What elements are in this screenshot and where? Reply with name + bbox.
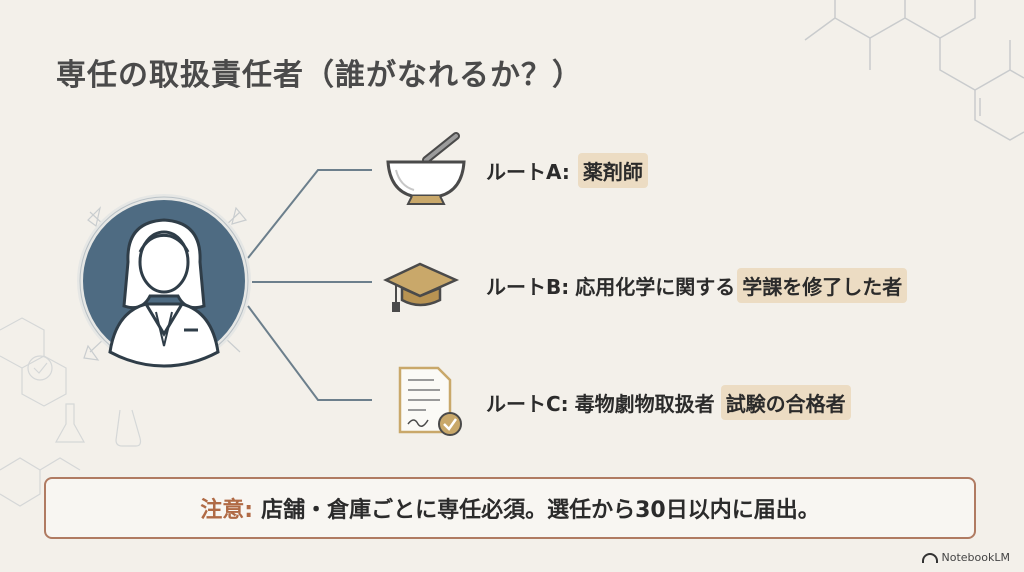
notebooklm-logo-icon <box>921 552 938 563</box>
notice-text: 店舗・倉庫ごとに専任必須。選任から30日以内に届出。 <box>261 498 820 523</box>
route-c-highlight: 試験の合格者 <box>720 384 851 420</box>
route-c-label: ルートC: 毒物劇物取扱者 試験の合格者 <box>486 384 851 420</box>
person-avatar-icon <box>77 194 251 368</box>
page-title: 専任の取扱責任者（誰がなれるか？） <box>56 58 583 93</box>
connector-lines <box>247 169 372 401</box>
graduation-cap-icon <box>383 262 460 312</box>
route-c-middle: 毒物劇物取扱者 <box>574 391 715 416</box>
route-b-highlight: 学課を修了した者 <box>737 267 908 303</box>
mortar-pestle-icon <box>386 132 466 205</box>
certificate-document-icon <box>398 366 462 436</box>
route-a-highlight: 薬剤師 <box>577 152 648 188</box>
route-c-prefix: ルートC: <box>486 391 569 416</box>
route-a-prefix: ルートA: <box>486 159 570 184</box>
brand-watermark: NotebookLM <box>921 551 1010 564</box>
route-a-label: ルートA: 薬剤師 <box>486 152 648 188</box>
brand-name: NotebookLM <box>941 551 1010 564</box>
notice-label: 注意: <box>200 498 254 523</box>
route-b-label: ルートB: 応用化学に関する 学課を修了した者 <box>486 267 908 303</box>
route-b-middle: 応用化学に関する <box>575 274 736 299</box>
route-b-prefix: ルートB: <box>486 274 570 299</box>
notice-box: 注意: 店舗・倉庫ごとに専任必須。選任から30日以内に届出。 <box>44 477 976 539</box>
